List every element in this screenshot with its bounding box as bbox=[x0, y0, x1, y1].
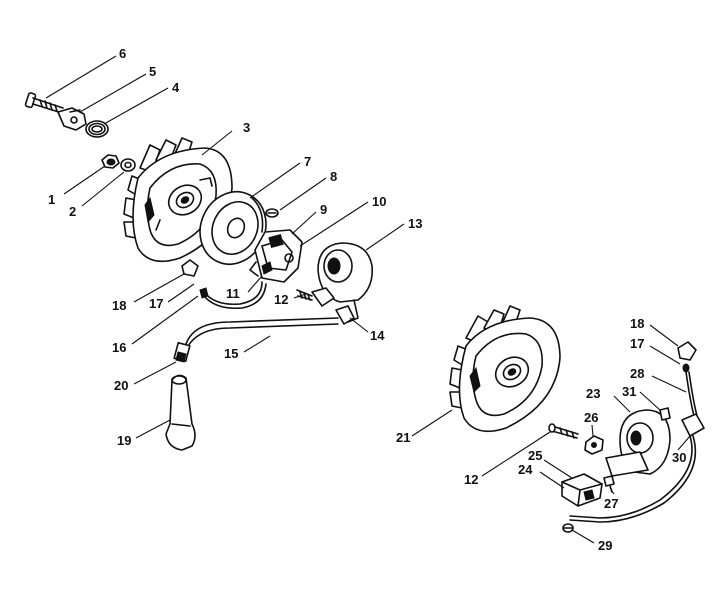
label-part-21: 21 bbox=[396, 430, 410, 445]
label-part-15: 15 bbox=[224, 346, 238, 361]
part-4-spring bbox=[85, 120, 109, 138]
label-part-30: 30 bbox=[672, 450, 686, 465]
part-6-pin bbox=[24, 92, 64, 114]
label-part-20: 20 bbox=[114, 378, 128, 393]
label-part-12-right: 12 bbox=[464, 472, 478, 487]
label-part-5: 5 bbox=[149, 64, 156, 79]
part-14-connector bbox=[311, 287, 355, 325]
label-part-13: 13 bbox=[408, 216, 422, 231]
label-part-10: 10 bbox=[372, 194, 386, 209]
part-24-25-connector-block bbox=[561, 473, 603, 507]
part-26-nut bbox=[584, 435, 604, 455]
part-17-18-grommet-right bbox=[677, 341, 697, 373]
label-part-29: 29 bbox=[598, 538, 612, 553]
label-part-6: 6 bbox=[119, 46, 126, 61]
label-part-18: 18 bbox=[112, 298, 126, 313]
part-15-ht-lead bbox=[185, 317, 339, 351]
part-16-17-18-ground-wire bbox=[181, 259, 267, 310]
part-29-screw bbox=[562, 523, 574, 533]
part-31-clip bbox=[659, 407, 671, 421]
part-13-ignition-coil bbox=[317, 242, 374, 323]
part-21-flywheel bbox=[449, 305, 561, 433]
part-2-washer bbox=[120, 158, 136, 172]
label-part-9: 9 bbox=[320, 202, 327, 217]
label-part-24: 24 bbox=[518, 462, 533, 477]
label-part-4: 4 bbox=[172, 80, 180, 95]
part-27-terminal bbox=[603, 475, 615, 493]
label-part-11: 11 bbox=[226, 286, 240, 301]
part-19-spark-plug-boot bbox=[165, 374, 196, 451]
label-part-28: 28 bbox=[630, 366, 644, 381]
leader-lines bbox=[45, 55, 691, 544]
label-part-8: 8 bbox=[330, 169, 337, 184]
label-part-19: 19 bbox=[117, 433, 131, 448]
label-part-16: 16 bbox=[112, 340, 126, 355]
label-part-3: 3 bbox=[243, 120, 250, 135]
label-part-17: 17 bbox=[149, 296, 163, 311]
part-1-nut bbox=[101, 154, 120, 169]
label-part-17-right: 17 bbox=[630, 336, 644, 351]
part-labels: 1 2 3 4 5 6 7 8 9 10 11 12 13 14 15 16 1… bbox=[48, 46, 686, 553]
part-5-pawl bbox=[57, 107, 87, 131]
label-part-12: 12 bbox=[274, 292, 288, 307]
label-part-14: 14 bbox=[370, 328, 385, 343]
label-part-2: 2 bbox=[69, 204, 76, 219]
part-9-10-ignition-module bbox=[249, 229, 303, 283]
label-part-1: 1 bbox=[48, 192, 55, 207]
part-8-screw bbox=[265, 208, 279, 218]
label-part-27: 27 bbox=[604, 496, 618, 511]
part-3-flywheel bbox=[123, 137, 233, 263]
part-23-coil bbox=[605, 409, 671, 477]
part-20-terminal bbox=[173, 341, 191, 363]
label-part-7: 7 bbox=[304, 154, 311, 169]
label-part-18-right: 18 bbox=[630, 316, 644, 331]
label-part-31: 31 bbox=[622, 384, 636, 399]
label-part-25: 25 bbox=[528, 448, 542, 463]
label-part-26: 26 bbox=[584, 410, 598, 425]
part-12-bolt-right bbox=[548, 423, 579, 439]
label-part-23: 23 bbox=[586, 386, 600, 401]
part-28-30-wire bbox=[569, 371, 705, 523]
